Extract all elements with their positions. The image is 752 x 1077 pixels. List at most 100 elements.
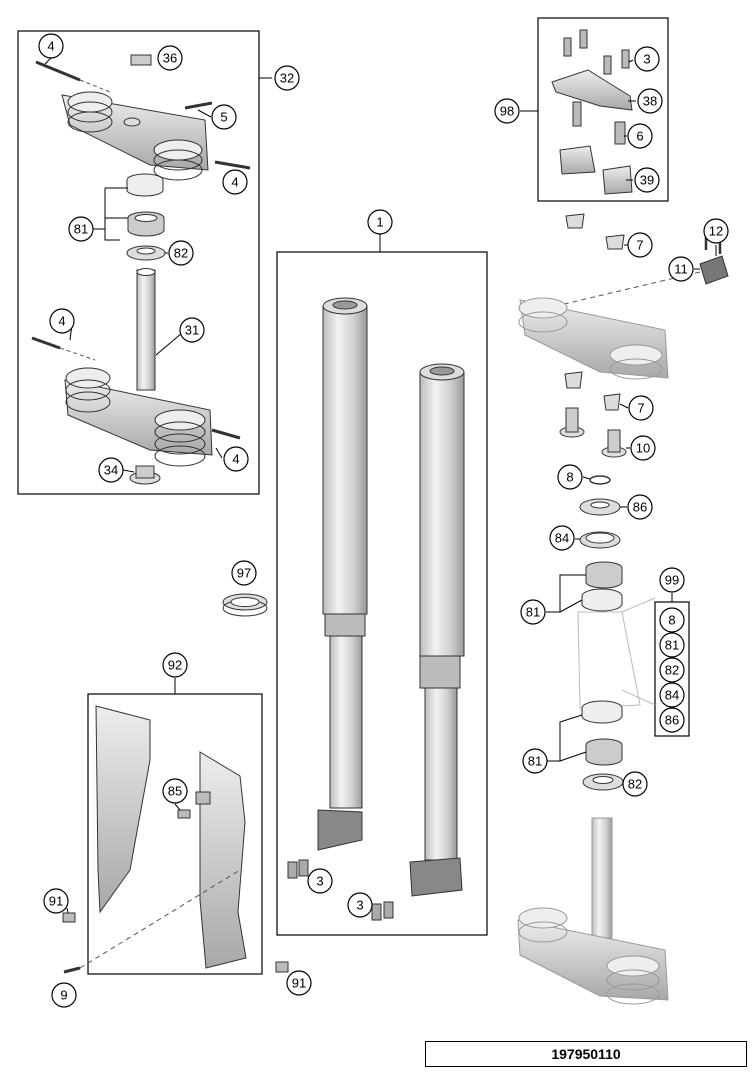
- lower-triple-clamp: [64, 367, 213, 467]
- steering-stem-31: [136, 268, 156, 391]
- handlebar-clamp-kit-frame: [537, 17, 669, 202]
- kit-99-item-label: 81: [665, 638, 679, 653]
- ring-nut-97: [222, 593, 268, 617]
- callout-c81-right-top: 81: [520, 599, 546, 625]
- callout-label: 91: [292, 976, 306, 991]
- kit-99-item: 8: [659, 607, 685, 633]
- screw-4-mid: [214, 160, 251, 170]
- o-ring-8: [589, 475, 611, 485]
- dust-seal-82-right: [582, 773, 624, 791]
- frame-head-tube-ghost: [577, 597, 656, 709]
- drawing-number-box: 197950110: [425, 1041, 747, 1067]
- callout-label: 81: [528, 754, 542, 769]
- screw-4-low-right: [211, 428, 241, 440]
- callout-c34: 34: [98, 457, 124, 483]
- callout-c85: 85: [162, 778, 188, 804]
- callout-c82-right: 82: [622, 771, 648, 797]
- callout-label: 4: [47, 39, 54, 54]
- leader-lines: [44, 57, 717, 914]
- upper-triple-clamp-right: [518, 297, 669, 380]
- callout-label: 82: [628, 777, 642, 792]
- kit-99-item: 86: [659, 707, 685, 733]
- dust-seal-82-left: [126, 245, 166, 261]
- callout-c4-mid: 4: [222, 169, 248, 195]
- callout-c4-top: 4: [38, 33, 64, 59]
- callout-c92: 92: [162, 652, 188, 678]
- callout-label: 1: [376, 215, 383, 230]
- callout-label: 91: [49, 894, 63, 909]
- drawing-number: 197950110: [551, 1046, 621, 1062]
- callout-label: 39: [640, 173, 654, 188]
- callout-label: 12: [709, 224, 723, 239]
- callout-c3-right: 3: [347, 892, 373, 918]
- callout-c31: 31: [179, 317, 205, 343]
- kit-99-item-label: 82: [665, 663, 679, 678]
- callout-c9: 9: [51, 982, 77, 1008]
- callout-label: 81: [526, 605, 540, 620]
- callout-c39: 39: [634, 167, 660, 193]
- axle-screws-3-right: [371, 901, 394, 921]
- callout-label: 5: [220, 110, 227, 125]
- kit-99-item: 82: [659, 657, 685, 683]
- callout-label: 10: [636, 441, 650, 456]
- callout-c4-low-right: 4: [223, 446, 249, 472]
- callout-c11: 11: [668, 256, 694, 282]
- callout-label: 11: [674, 262, 688, 277]
- callout-c82-left: 82: [168, 240, 194, 266]
- fork-guard-right: [199, 751, 247, 969]
- kit-99-item-label: 8: [668, 613, 675, 628]
- handlebar-clamp-kit: [551, 29, 633, 195]
- fork-guard-left: [95, 705, 151, 914]
- callout-label: 99: [665, 573, 679, 588]
- clip-85: [177, 791, 211, 819]
- upper-triple-clamp: [61, 91, 209, 181]
- callout-label: 92: [168, 658, 182, 673]
- callout-label: 3: [643, 52, 650, 67]
- callout-label: 6: [636, 129, 643, 144]
- screw-4-top: [35, 60, 111, 93]
- axle-screws-3-left: [287, 859, 309, 879]
- plate-11: [559, 255, 729, 306]
- callout-c3-kit: 3: [634, 46, 660, 72]
- triple-clamp-group-frame: [17, 30, 260, 495]
- screw-91-bottom: [275, 961, 289, 973]
- bushing-10: [559, 407, 627, 458]
- callout-c1: 1: [367, 209, 393, 235]
- callout-label: 36: [163, 51, 177, 66]
- callout-label: 98: [500, 104, 514, 119]
- kit-99-item-label: 84: [665, 688, 679, 703]
- callout-label: 38: [643, 94, 657, 109]
- callout-c32: 32: [274, 65, 300, 91]
- callout-c4-low-left: 4: [49, 308, 75, 334]
- callout-label: 32: [280, 71, 294, 86]
- fork-leg-right: [409, 363, 465, 897]
- callout-c98: 98: [494, 98, 520, 124]
- seal-ring-84: [579, 531, 621, 549]
- nut-36: [130, 54, 152, 66]
- callout-label: 3: [356, 898, 363, 913]
- callout-c99: 99: [659, 567, 685, 593]
- callout-c3-left: 3: [307, 868, 333, 894]
- kit-99-item: 84: [659, 682, 685, 708]
- callout-label: 4: [58, 314, 65, 329]
- callout-c8: 8: [557, 464, 583, 490]
- callout-c91-bottom: 91: [286, 970, 312, 996]
- callout-c97: 97: [231, 560, 257, 586]
- callout-label: 9: [60, 988, 67, 1003]
- screw-9: [63, 869, 241, 974]
- fork-group-frame: [276, 251, 488, 936]
- callout-label: 3: [316, 874, 323, 889]
- callout-c10: 10: [630, 435, 656, 461]
- bearing-81-right-top: [581, 561, 623, 612]
- callout-label: 34: [104, 463, 118, 478]
- callout-label: 31: [185, 323, 199, 338]
- callout-c7-mid: 7: [628, 395, 654, 421]
- callout-label: 7: [637, 401, 644, 416]
- callout-c6: 6: [627, 123, 653, 149]
- kit-99-item: 81: [659, 632, 685, 658]
- bushing-7-top: [565, 213, 625, 250]
- seal-ring-81-left: [126, 173, 164, 197]
- fork-leg-left: [317, 297, 368, 851]
- screw-4-low-left: [31, 336, 96, 361]
- screw-5: [184, 101, 213, 110]
